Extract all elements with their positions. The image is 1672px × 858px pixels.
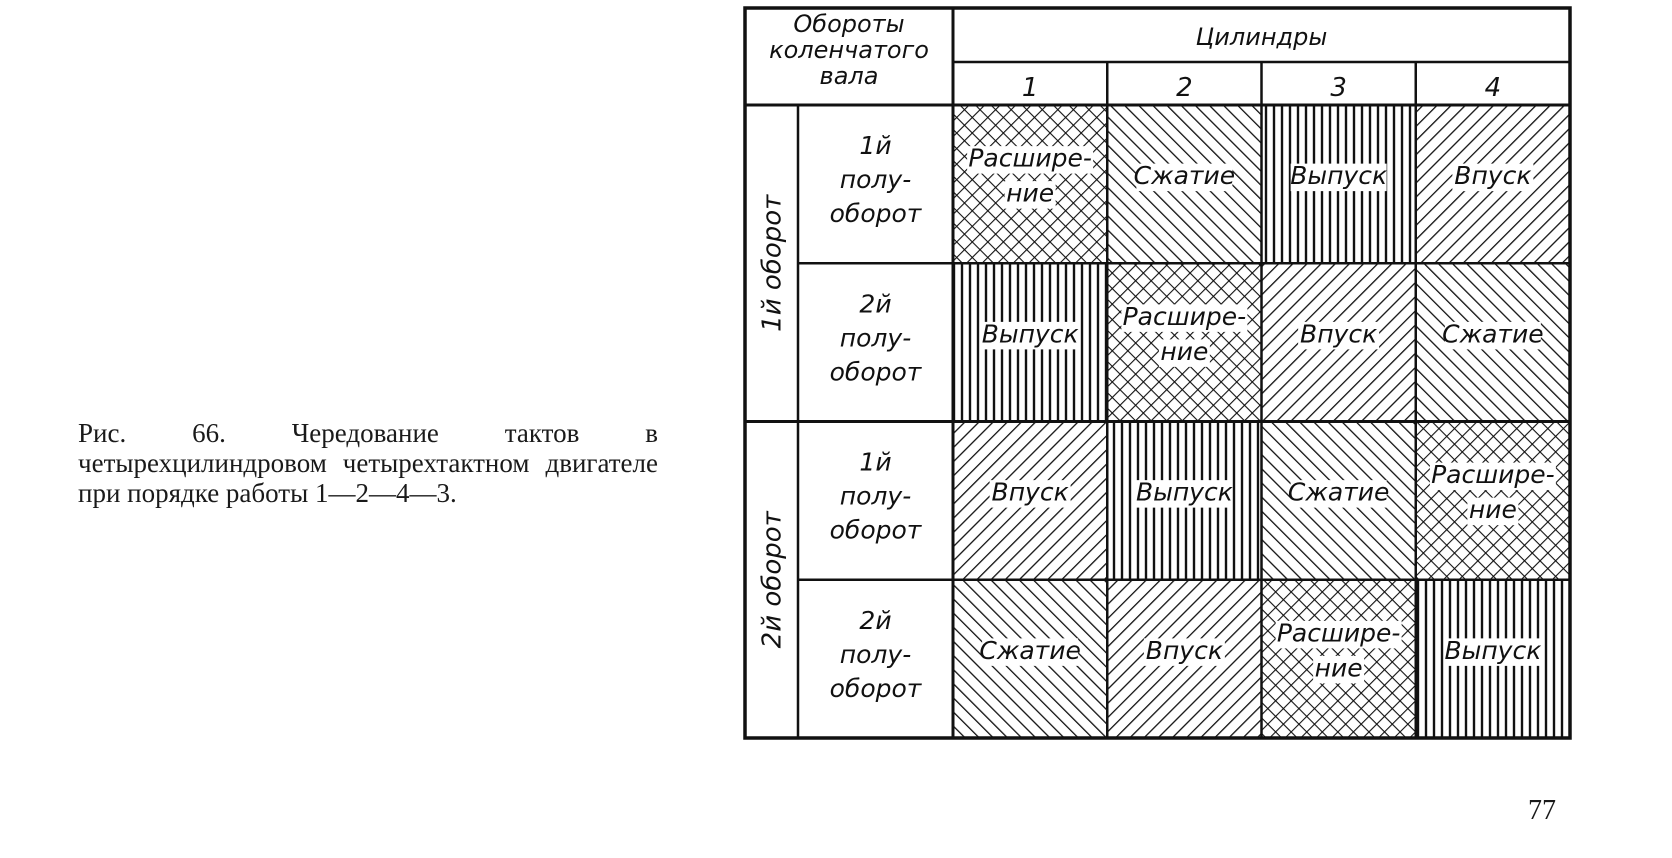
half-revolution-label: полу- — [840, 482, 911, 511]
cylinder-number: 3 — [1330, 73, 1347, 103]
stroke-label: Выпуск — [1136, 478, 1233, 507]
stroke-label: Впуск — [1454, 161, 1531, 190]
half-revolution-label: полу- — [840, 640, 911, 669]
stroke-label: Сжатие — [979, 636, 1081, 665]
stroke-label: Расшире- — [1277, 618, 1401, 647]
cylinder-number: 4 — [1485, 73, 1502, 103]
stroke-label: Расшире- — [1123, 302, 1247, 331]
cell-label-background — [982, 321, 1079, 350]
grid-layer — [743, 6, 1572, 740]
cell-label-background — [1143, 638, 1225, 666]
half-revolution-label: оборот — [830, 674, 923, 703]
stroke-label: Расшире- — [968, 144, 1092, 173]
cells-layer — [953, 105, 1570, 738]
cell-label-background — [1444, 321, 1541, 350]
table-border — [743, 6, 1572, 740]
half-revolution-label: 1й — [859, 131, 891, 160]
cell-label-background — [1452, 163, 1534, 192]
cell-label-background — [989, 480, 1071, 508]
stroke-label: Расшире- — [1431, 460, 1555, 489]
half-revolution-label: 1й — [859, 448, 891, 477]
half-revolution-label: оборот — [830, 357, 923, 386]
cylinders-header: Цилиндры — [1196, 23, 1328, 51]
stroke-label: Впуск — [1300, 319, 1377, 348]
stroke-label: Впуск — [992, 478, 1069, 507]
half-revolution-label: полу- — [840, 323, 911, 352]
cell-label-background — [982, 638, 1079, 666]
half-revolution-label: оборот — [830, 199, 923, 228]
shaft-header-label: коленчатого — [769, 36, 929, 64]
half-revolution-label: оборот — [830, 516, 923, 545]
shaft-header-label: вала — [820, 62, 879, 90]
cell-label-background — [1298, 321, 1380, 350]
cell-label-background — [1136, 163, 1233, 192]
stroke-label: ние — [1160, 337, 1208, 366]
cell-label-background — [1004, 181, 1056, 209]
cylinder-number: 1 — [1022, 73, 1039, 103]
half-revolution-label: 2й — [859, 289, 891, 318]
stroke-label: Сжатие — [1288, 478, 1390, 507]
cell-label-background — [1444, 638, 1541, 666]
page-number: 77 — [1528, 795, 1556, 826]
cell-label-background — [1290, 480, 1387, 508]
cell-label-background — [1313, 655, 1365, 684]
stroke-label: Сжатие — [1442, 319, 1544, 348]
cell-label-background — [967, 146, 1094, 174]
stroke-label: Выпуск — [1290, 161, 1387, 190]
revolution-label: 1й оборот — [758, 194, 788, 332]
cell-label-background — [1158, 339, 1210, 367]
stroke-label: Впуск — [1146, 636, 1223, 665]
stroke-label: ние — [1315, 653, 1363, 682]
stroke-label: Сжатие — [1134, 161, 1236, 190]
stroke-label: Выпуск — [982, 319, 1079, 348]
cylinder-number: 2 — [1176, 73, 1193, 103]
half-revolution-label: полу- — [840, 165, 911, 194]
half-revolution-label: 2й — [859, 606, 891, 635]
shaft-header-label: Обороты — [793, 10, 904, 38]
revolution-label: 2й оборот — [758, 510, 788, 648]
cell-label-background — [1121, 304, 1248, 332]
cell-label-background — [1275, 620, 1402, 649]
stroke-label: ние — [1006, 179, 1054, 208]
cell-label-background — [1467, 497, 1519, 526]
figure-caption: Рис. 66. Чередование тактов в четырехцил… — [78, 418, 658, 508]
cell-label-background — [1136, 480, 1233, 508]
stroke-label: Выпуск — [1444, 636, 1541, 665]
cell-label-background — [1290, 163, 1387, 192]
stroke-label: ние — [1469, 495, 1517, 524]
cell-label-background — [1429, 462, 1556, 491]
